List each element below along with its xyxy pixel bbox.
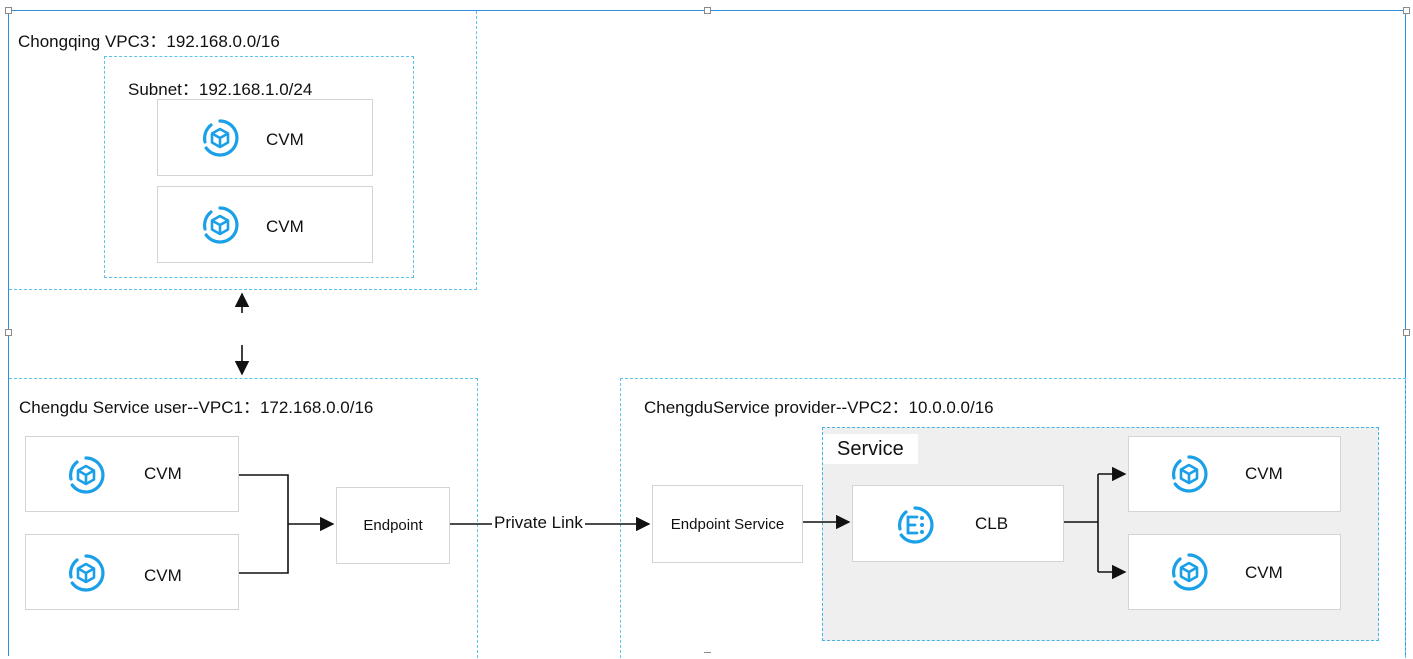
resize-handle-top-left[interactable] bbox=[5, 7, 12, 14]
vpc2-title: ChengduService provider--VPC2：10.0.0.0/1… bbox=[644, 398, 994, 417]
vpc1-title: Chengdu Service user--VPC1：172.168.0.0/1… bbox=[19, 398, 374, 417]
vpc2-region bbox=[620, 378, 1406, 658]
clb-icon bbox=[898, 506, 934, 544]
private-link-label: Private Link bbox=[492, 513, 585, 533]
vpc3-subnet-title: Subnet：192.168.1.0/24 bbox=[128, 80, 313, 99]
clb-node[interactable]: CLB bbox=[852, 485, 1064, 562]
resize-handle-right[interactable] bbox=[1403, 329, 1410, 336]
cvm-icon bbox=[1172, 455, 1208, 493]
vpc1-cvm-node-2[interactable]: CVM bbox=[25, 534, 239, 610]
vpc1-region bbox=[9, 378, 478, 658]
cvm-icon bbox=[203, 206, 239, 244]
service-group-title: Service bbox=[823, 434, 918, 464]
resize-handle-left[interactable] bbox=[5, 329, 12, 336]
vpc2-cvm-node-2[interactable]: CVM bbox=[1128, 534, 1341, 610]
vpc3-cvm-node-2[interactable]: CVM bbox=[157, 186, 373, 263]
cvm-label: CVM bbox=[144, 566, 182, 585]
endpoint-node[interactable]: Endpoint bbox=[336, 487, 450, 564]
vpc3-cvm-node-1[interactable]: CVM bbox=[157, 99, 373, 176]
resize-handle-top-right[interactable] bbox=[1403, 7, 1410, 14]
cvm-icon bbox=[69, 456, 105, 494]
resize-handle-top[interactable] bbox=[704, 7, 711, 14]
resize-handle-bottom[interactable] bbox=[704, 652, 711, 655]
cvm-label: CVM bbox=[266, 217, 304, 236]
vpc2-cvm-node-1[interactable]: CVM bbox=[1128, 436, 1341, 512]
vpc3-title: Chongqing VPC3：192.168.0.0/16 bbox=[18, 32, 280, 51]
cvm-label: CVM bbox=[1245, 563, 1283, 582]
vpc3-subnet-region bbox=[104, 56, 414, 278]
clb-label: CLB bbox=[975, 514, 1009, 533]
cvm-icon bbox=[69, 554, 105, 592]
vpc3-region bbox=[9, 11, 477, 290]
cvm-icon bbox=[1172, 553, 1208, 591]
cvm-label: CVM bbox=[266, 130, 304, 149]
vpc1-cvm-node-1[interactable]: CVM bbox=[25, 436, 239, 512]
cvm-label: CVM bbox=[1245, 464, 1283, 483]
endpoint-service-node[interactable]: Endpoint Service bbox=[652, 485, 803, 563]
cvm-label: CVM bbox=[144, 464, 182, 483]
cvm-icon bbox=[203, 119, 239, 157]
